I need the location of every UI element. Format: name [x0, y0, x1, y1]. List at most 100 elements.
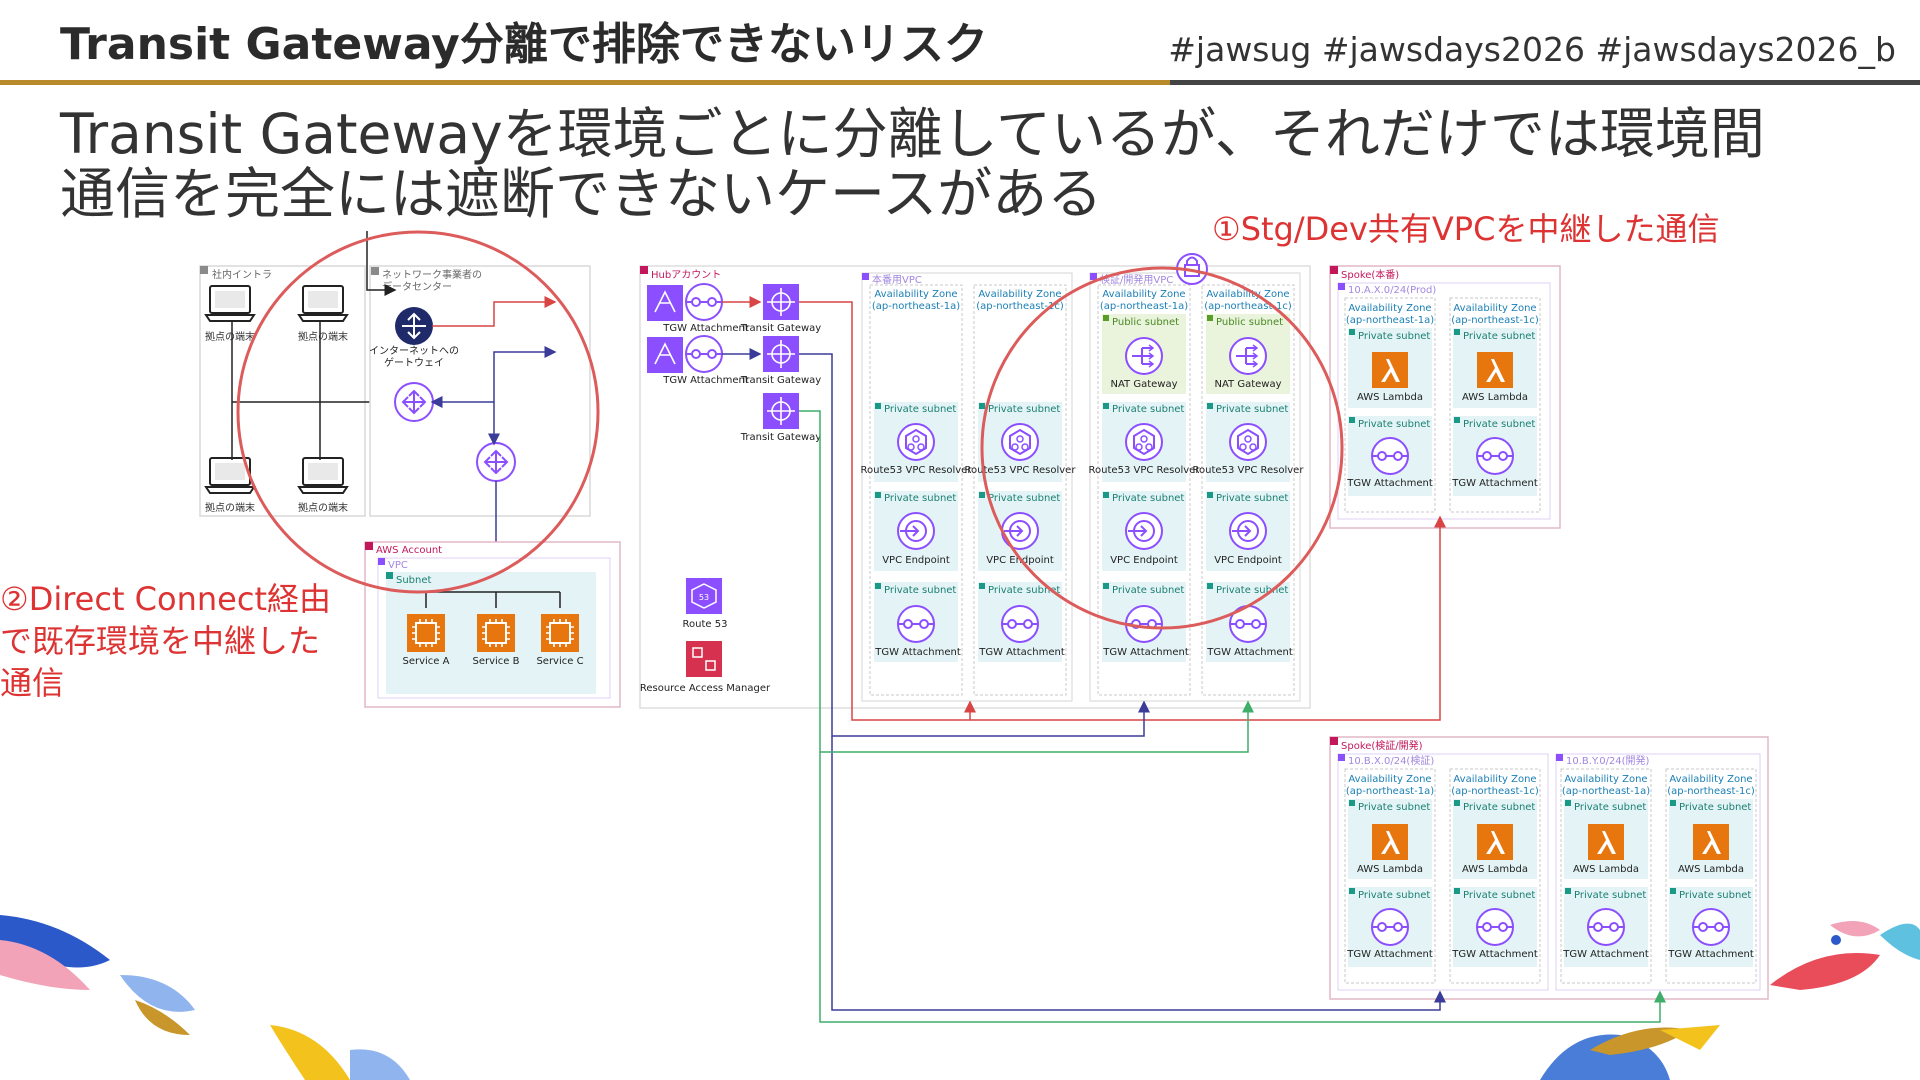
- svg-text:(ap-northeast-1a): (ap-northeast-1a): [1346, 786, 1434, 797]
- svg-text:Route53 VPC Resolver: Route53 VPC Resolver: [1193, 465, 1305, 476]
- svg-text:Private subnet: Private subnet: [884, 585, 956, 596]
- subnet-label: Subnet: [396, 575, 432, 586]
- svg-text:Availability Zone: Availability Zone: [1348, 774, 1431, 785]
- svg-text:Availability Zone: Availability Zone: [1453, 303, 1536, 314]
- svg-text:Private subnet: Private subnet: [1358, 802, 1430, 813]
- svg-text:VPC Endpoint: VPC Endpoint: [1214, 555, 1282, 566]
- svg-text:Availability Zone: Availability Zone: [1102, 289, 1185, 300]
- svg-text:NAT Gateway: NAT Gateway: [1110, 379, 1177, 390]
- svg-text:AWS Lambda: AWS Lambda: [1462, 392, 1528, 403]
- aws-account-group: AWS Account VPC Subnet Service A Service…: [364, 541, 621, 708]
- svg-text:TGW Attachment: TGW Attachment: [1346, 949, 1433, 960]
- tgw-attachment-icon: [685, 335, 723, 373]
- carrier-dc-group: ネットワーク事業者の データセンター インターネットへの ゲートウェイ: [366, 231, 591, 517]
- tgw-attachment-icon: [1692, 908, 1730, 946]
- callout-direct-connect: ②Direct Connect経由 で既存環境を中継した 通信: [0, 578, 331, 704]
- aws-account-label: AWS Account: [376, 545, 442, 556]
- svg-text:Spoke(本番): Spoke(本番): [1341, 268, 1399, 281]
- svg-text:Private subnet: Private subnet: [1574, 890, 1646, 901]
- svg-text:TGW Attachment: TGW Attachment: [978, 647, 1065, 658]
- tgw-attachment-label: TGW Attachment: [662, 323, 749, 334]
- transit-gateway-icon: [762, 392, 800, 430]
- terminal-icon: [298, 457, 348, 494]
- svg-text:Public subnet: Public subnet: [1112, 317, 1179, 328]
- svg-text:Private subnet: Private subnet: [884, 493, 956, 504]
- svg-text:Private subnet: Private subnet: [988, 585, 1060, 596]
- title-underline: [0, 80, 1690, 85]
- carrier-label: ネットワーク事業者の: [382, 268, 482, 281]
- service-label: Service C: [536, 656, 583, 667]
- svg-text:Private subnet: Private subnet: [1463, 802, 1535, 813]
- svg-text:Private subnet: Private subnet: [1463, 419, 1535, 430]
- transit-gateway-label: Transit Gateway: [740, 323, 822, 334]
- svg-text:Private subnet: Private subnet: [1679, 890, 1751, 901]
- highlight-circle-shared-vpc: [980, 266, 1344, 630]
- tgw-attachment-icon: [1001, 605, 1039, 643]
- igw-label: ゲートウェイ: [384, 357, 444, 369]
- svg-text:VPC Endpoint: VPC Endpoint: [882, 555, 950, 566]
- resource-access-manager-icon: [686, 641, 722, 677]
- vpc-endpoint-icon: [1001, 512, 1039, 550]
- lead-text: Transit Gatewayを環境ごとに分離しているが、それだけでは環境間 通…: [60, 104, 1860, 224]
- spoke-prod-group: Spoke(本番) 10.A.X.0/24(Prod) Availability…: [1329, 265, 1561, 529]
- transit-gateway-icon: [762, 283, 800, 321]
- router-icon: [476, 442, 516, 482]
- hashtags: #jawsug #jawsdays2026 #jawsdays2026_b: [1168, 30, 1896, 69]
- lambda-icon: [1588, 824, 1624, 860]
- vpc-endpoint-icon: [897, 512, 935, 550]
- svg-text:TGW Attachment: TGW Attachment: [1451, 949, 1538, 960]
- aws-vpc-label: VPC: [388, 560, 408, 571]
- terminal-label: 拠点の端末: [205, 330, 255, 343]
- on-prem-label: 社内イントラ: [212, 268, 272, 281]
- svg-text:TGW Attachment: TGW Attachment: [1667, 949, 1754, 960]
- svg-text:NAT Gateway: NAT Gateway: [1214, 379, 1281, 390]
- transit-gateway-label: Transit Gateway: [740, 432, 822, 443]
- lead-line-1: Transit Gatewayを環境ごとに分離しているが、それだけでは環境間: [60, 102, 1765, 166]
- svg-text:Private subnet: Private subnet: [1463, 331, 1535, 342]
- ram-label: Resource Access Manager: [640, 683, 771, 694]
- svg-text:(ap-northeast-1a): (ap-northeast-1a): [872, 301, 960, 312]
- az-prod-c: Availability Zone (ap-northeast-1c) Priv…: [965, 284, 1076, 696]
- az-shared-c: Availability Zone (ap-northeast-1c) Publ…: [1193, 284, 1305, 696]
- service-label: Service B: [473, 656, 520, 667]
- svg-text:Availability Zone: Availability Zone: [978, 289, 1061, 300]
- svg-text:Availability Zone: Availability Zone: [1564, 774, 1647, 785]
- route53-label: Route 53: [683, 619, 728, 630]
- vpc-endpoint-icon: [1229, 512, 1267, 550]
- tgw-attachment-icon: [685, 283, 723, 321]
- tgw-attachment-icon: [1476, 908, 1514, 946]
- lambda-icon: [1372, 824, 1408, 860]
- svg-text:Private subnet: Private subnet: [1463, 890, 1535, 901]
- carrier-label: データセンター: [382, 280, 452, 293]
- svg-text:Availability Zone: Availability Zone: [874, 289, 957, 300]
- svg-text:TGW Attachment: TGW Attachment: [1206, 647, 1293, 658]
- lambda-icon: [1477, 352, 1513, 388]
- svg-text:Private subnet: Private subnet: [1216, 585, 1288, 596]
- nat-gateway-icon: [1229, 337, 1267, 375]
- igw-label: インターネットへの: [369, 345, 459, 357]
- service-label: Service A: [403, 656, 450, 667]
- spoke-dev-az-a: Availability Zone (ap-northeast-1a) Priv…: [1560, 768, 1652, 984]
- route53-resolver-icon: [897, 423, 935, 461]
- decor-left: [0, 915, 410, 1080]
- callout-line: で既存環境を中継した: [0, 622, 321, 660]
- title-underline-dark: [1170, 80, 1920, 85]
- terminal-icon: [205, 285, 255, 322]
- svg-text:Private subnet: Private subnet: [988, 404, 1060, 415]
- lambda-icon: [1477, 824, 1513, 860]
- svg-text:AWS Lambda: AWS Lambda: [1357, 392, 1423, 403]
- prod-vpc-label: 本番用VPC: [872, 273, 922, 286]
- svg-text:(ap-northeast-1c): (ap-northeast-1c): [1451, 315, 1539, 326]
- svg-text:Private subnet: Private subnet: [1112, 493, 1184, 504]
- tgw-attachment-label: TGW Attachment: [662, 375, 749, 386]
- route53-resolver-icon: [1001, 423, 1039, 461]
- svg-text:TGW Attachment: TGW Attachment: [874, 647, 961, 658]
- spoke-stg-az-c: Availability Zone (ap-northeast-1c) Priv…: [1449, 768, 1541, 984]
- svg-text:Route53 VPC Resolver: Route53 VPC Resolver: [861, 465, 973, 476]
- svg-text:Private subnet: Private subnet: [1112, 585, 1184, 596]
- terminal-label: 拠点の端末: [298, 330, 348, 343]
- svg-text:(ap-northeast-1c): (ap-northeast-1c): [1667, 786, 1755, 797]
- decor-right: [1540, 921, 1920, 1080]
- svg-text:(ap-northeast-1a): (ap-northeast-1a): [1100, 301, 1188, 312]
